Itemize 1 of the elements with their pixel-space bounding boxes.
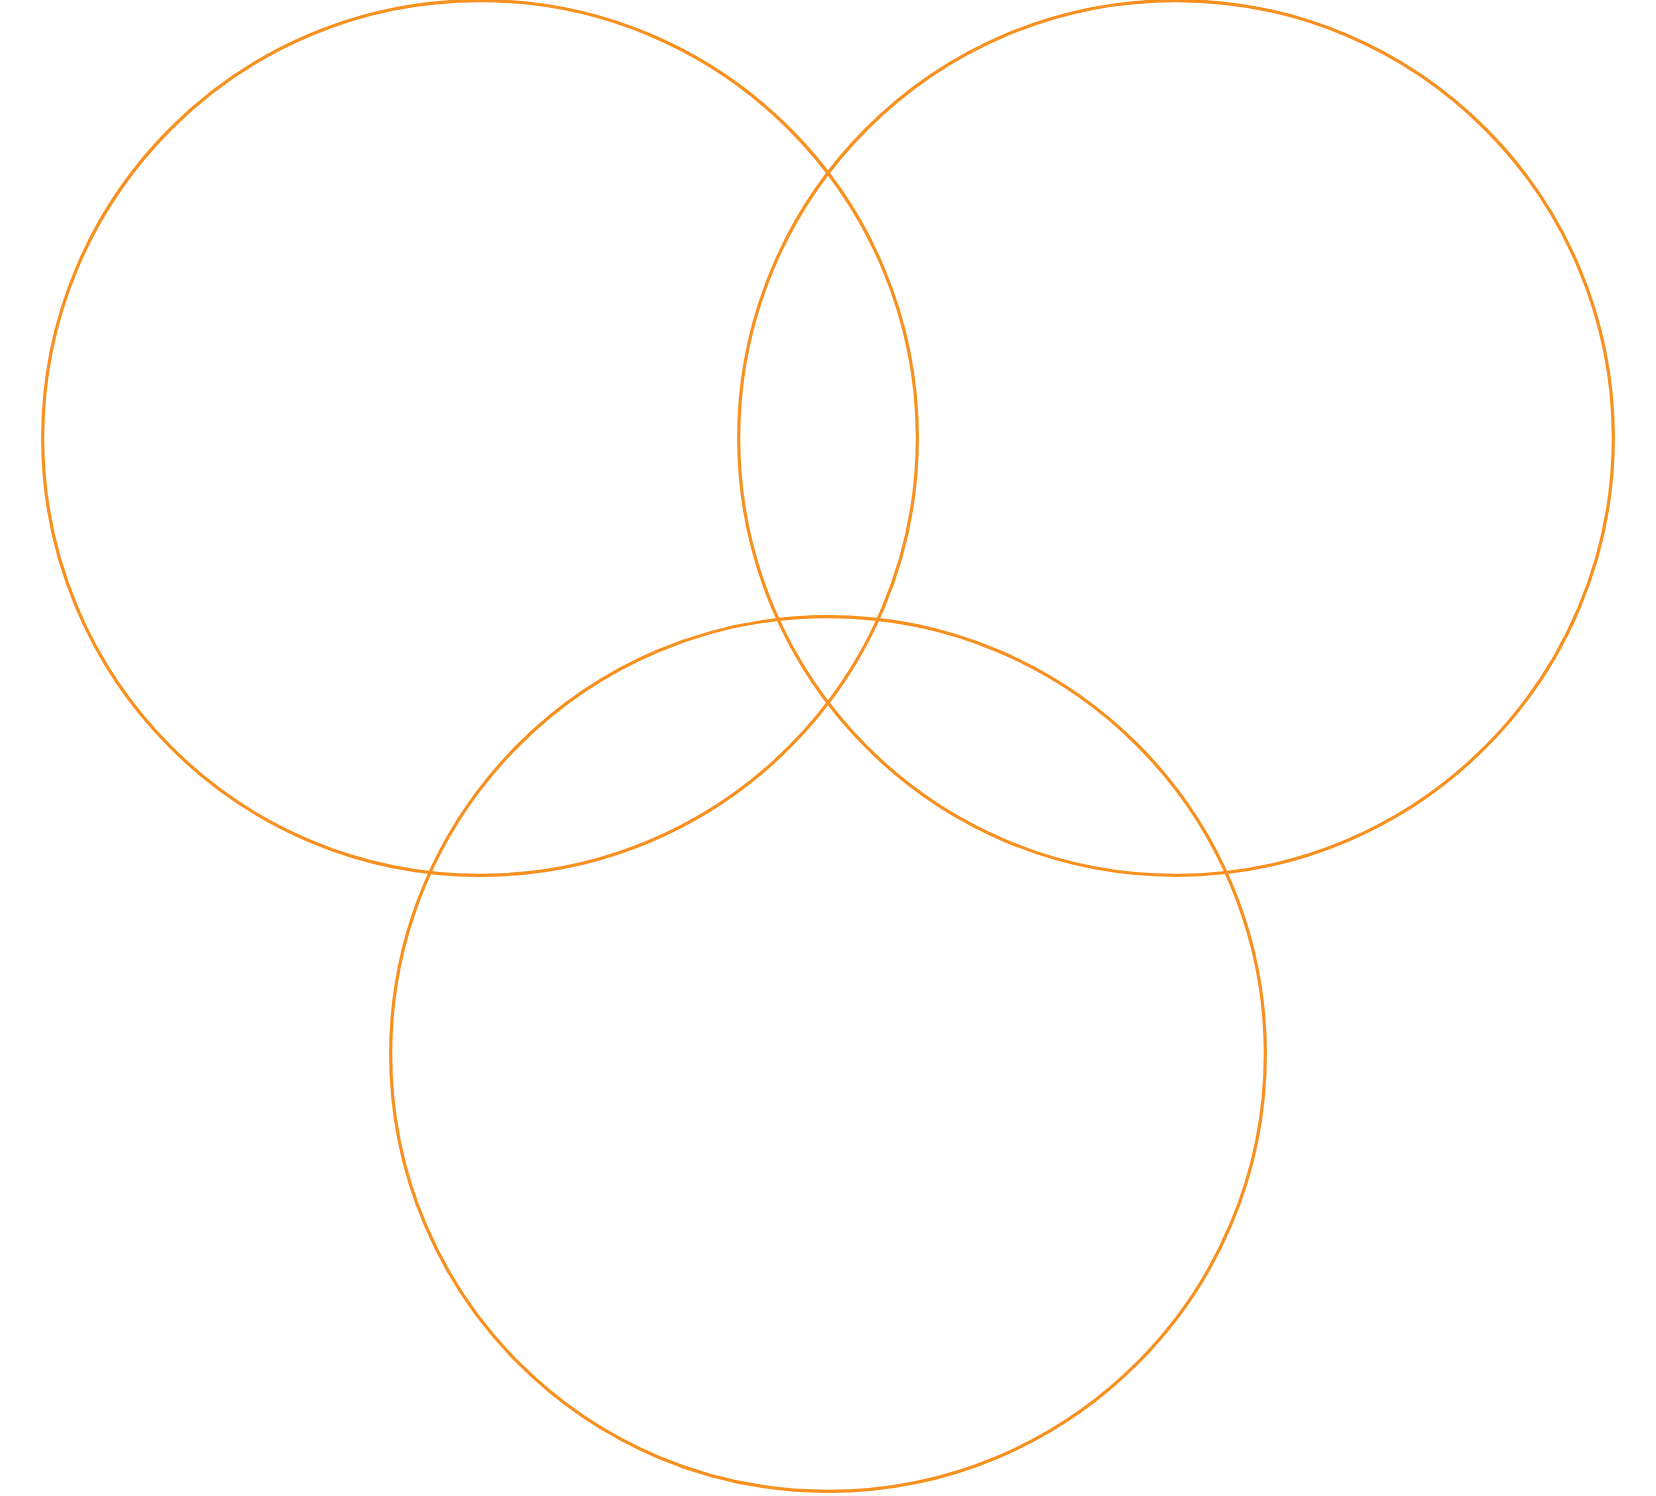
venn-circle — [389, 615, 1267, 1493]
